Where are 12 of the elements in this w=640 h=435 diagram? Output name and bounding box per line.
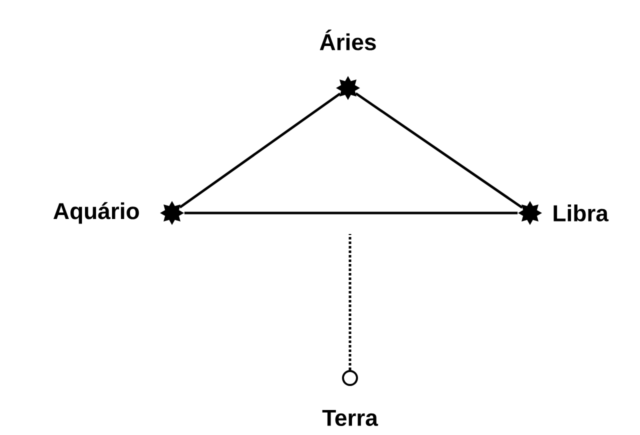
connecting-line — [184, 212, 518, 214]
point-label: Libra — [554, 204, 609, 222]
connecting-line — [355, 92, 523, 209]
point-label: Terra — [322, 410, 378, 426]
star-symbol — [160, 201, 184, 225]
star-symbol — [336, 76, 360, 100]
dotted-line — [348, 234, 352, 370]
circle-symbol — [342, 370, 358, 386]
point-label: Áries — [320, 30, 376, 50]
connecting-line — [179, 92, 341, 208]
point-label: Aquário — [54, 202, 139, 224]
star-symbol — [518, 201, 542, 225]
